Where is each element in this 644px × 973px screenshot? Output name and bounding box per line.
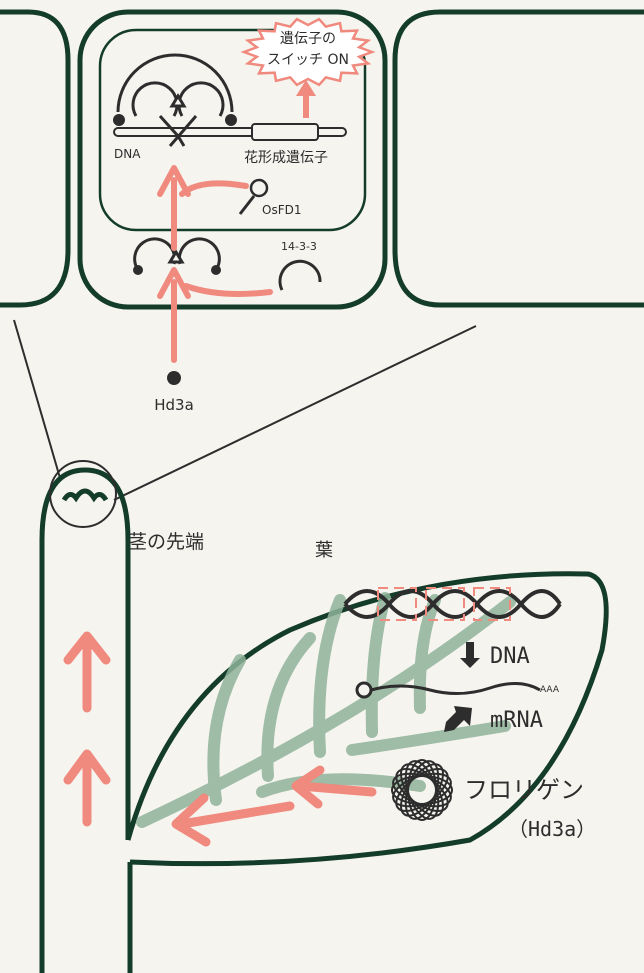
flower-gene-block — [252, 124, 318, 140]
dna-strand — [114, 124, 346, 140]
osfd1-label: OsFD1 — [262, 203, 301, 217]
stem-arrows — [68, 636, 106, 822]
shoot-apex-label: 茎の先端 — [128, 531, 204, 553]
hd3a-dot — [167, 371, 181, 385]
switch-label-line2: スイッチ ON — [267, 52, 349, 68]
protein-1433 — [280, 261, 320, 290]
mrna-label: mRNA — [490, 708, 543, 733]
hd3a-label: Hd3a — [154, 396, 194, 414]
stem — [42, 470, 130, 973]
transcription-arrow — [460, 642, 480, 668]
florigen-sub-label: （Hd3a） — [508, 817, 596, 841]
florigen-label: フロリゲン — [464, 776, 584, 804]
zoom-lines — [14, 320, 476, 500]
leaf-label: 葉 — [315, 540, 333, 561]
right-cell-wall — [395, 12, 644, 305]
left-cell-wall — [0, 12, 68, 305]
switch-label-line1: 遺伝子の — [280, 31, 336, 47]
dna-label-big: DNA — [490, 644, 530, 669]
polya-tail-label: AAA — [540, 685, 560, 695]
dna-label-small: DNA — [114, 147, 141, 161]
protein-1433-label: 14-3-3 — [281, 240, 317, 253]
flower-gene-label: 花形成遺伝子 — [244, 150, 328, 166]
